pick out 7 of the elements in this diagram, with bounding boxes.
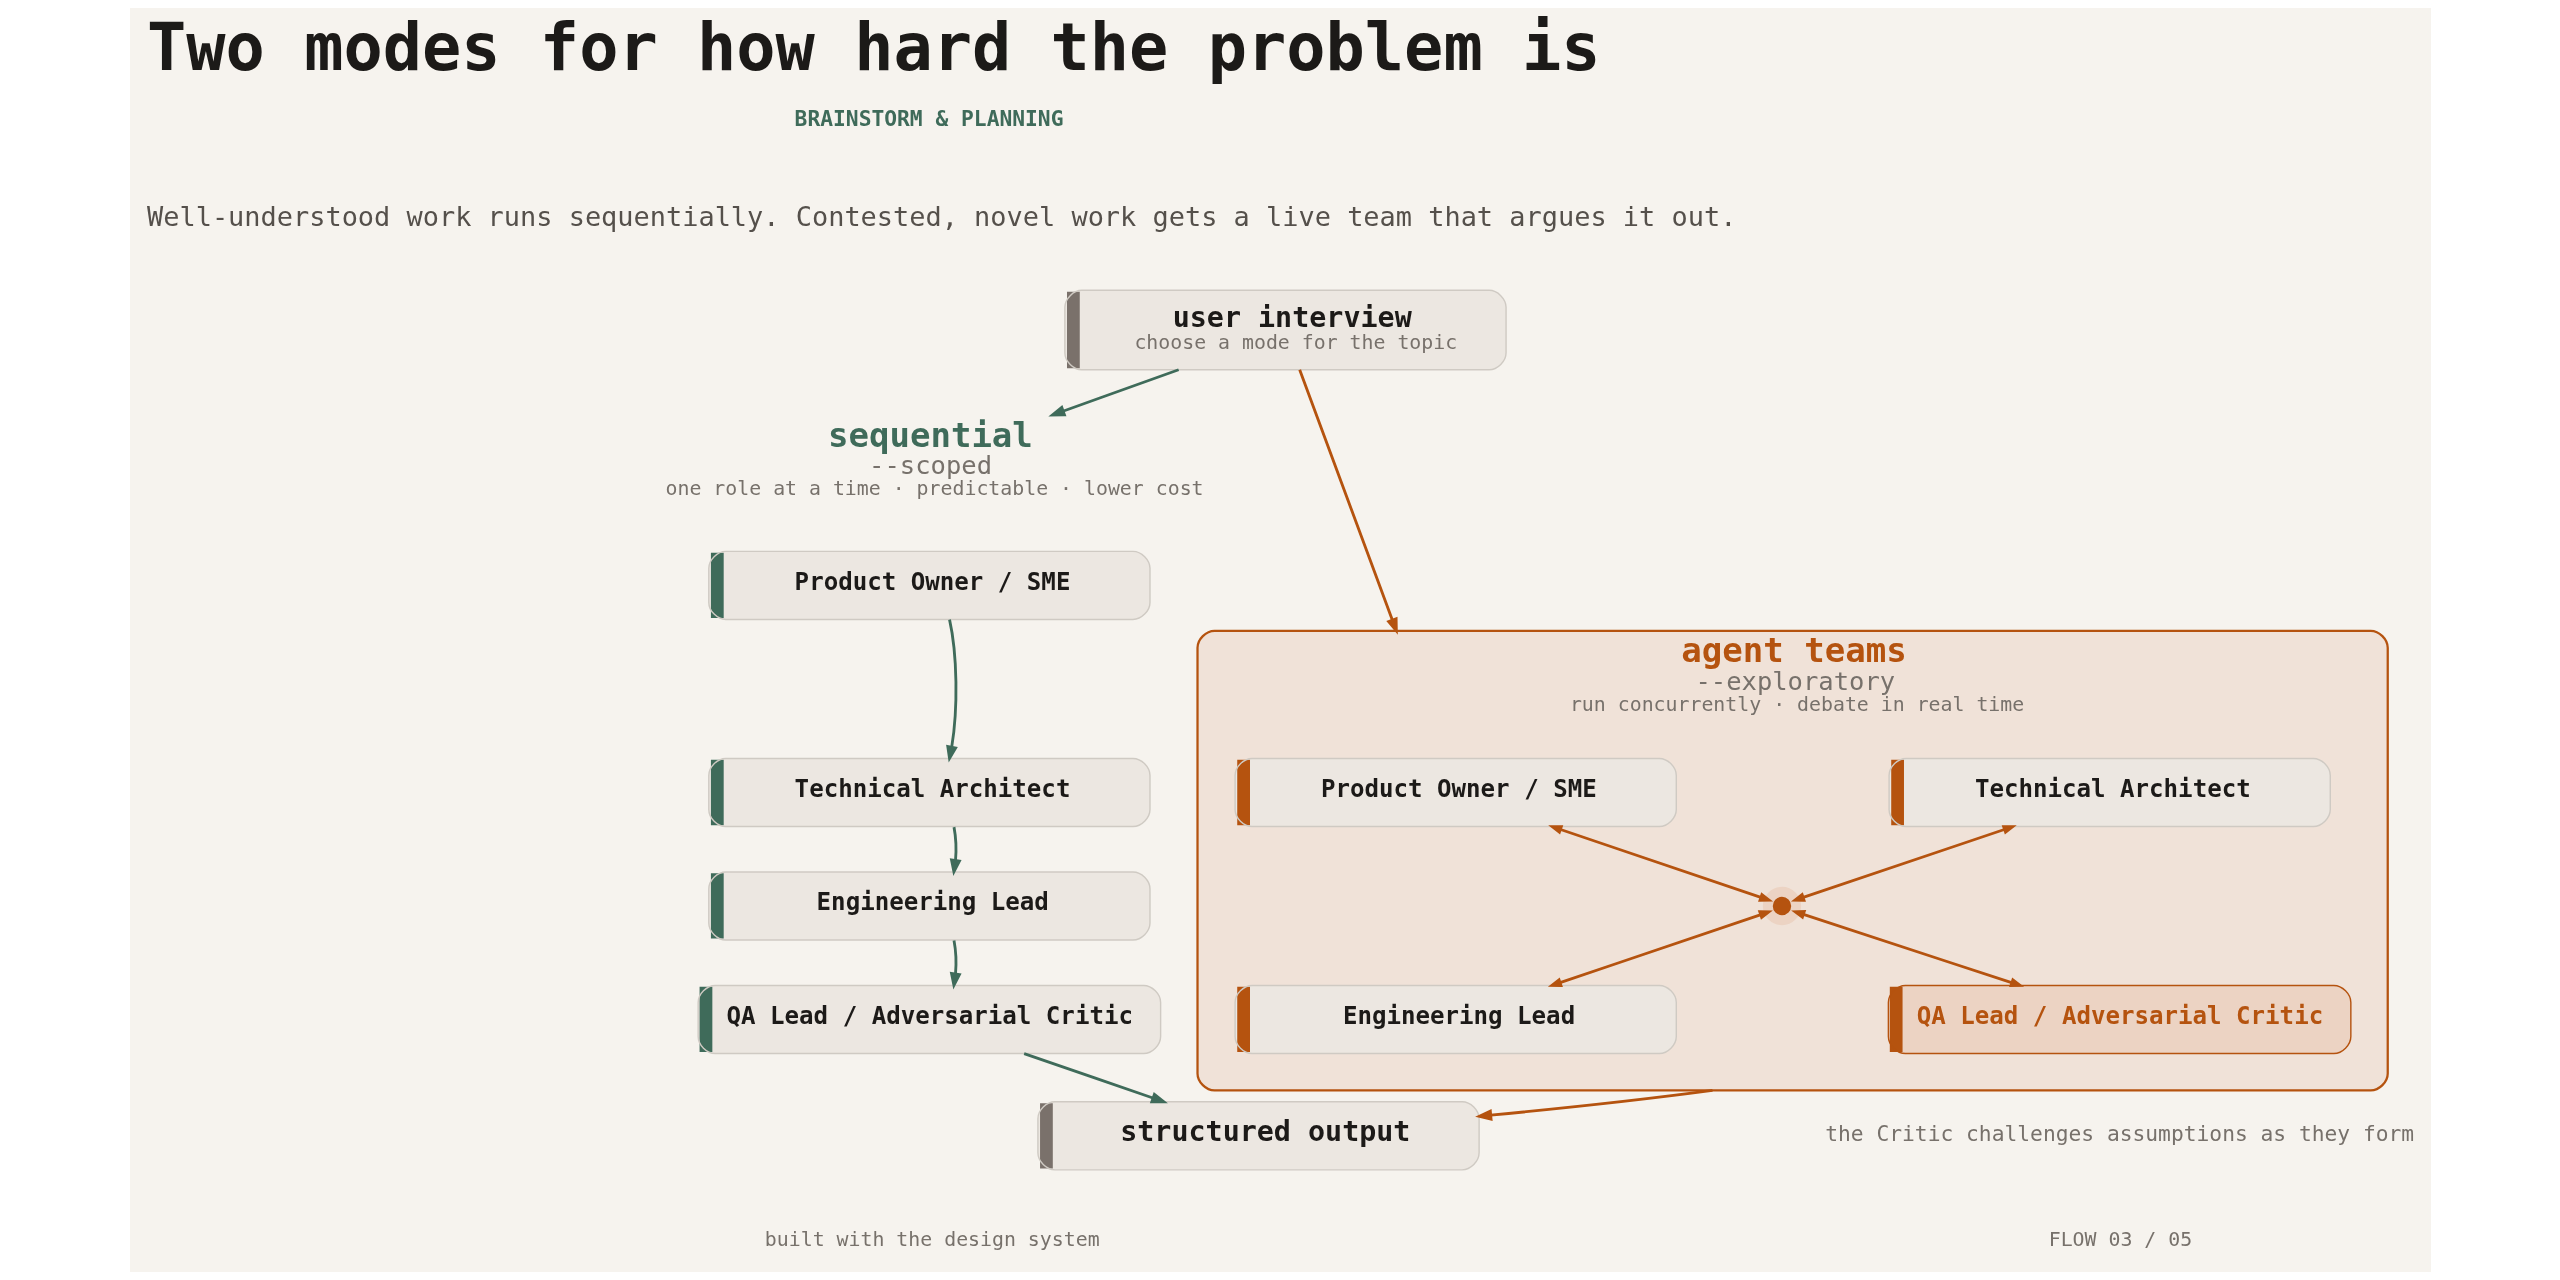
label: built with the design system bbox=[764, 1228, 1100, 1252]
label: Well-understood work runs sequentially. Contested, novel work gets a live team that argues it out. bbox=[146, 201, 1736, 233]
diagram-title: Two modes for how hard the problem is bbox=[146, 9, 1601, 86]
label: BRAINSTORM & PLANNING bbox=[794, 106, 1063, 132]
node-text: sequential --scoped one role at a time · predictable · lower cost bbox=[665, 414, 1204, 500]
node-label: the Critic challenges assumptions as they form bbox=[1824, 1120, 2414, 1146]
label: FLOW 03 / 05 bbox=[2048, 1228, 2192, 1252]
